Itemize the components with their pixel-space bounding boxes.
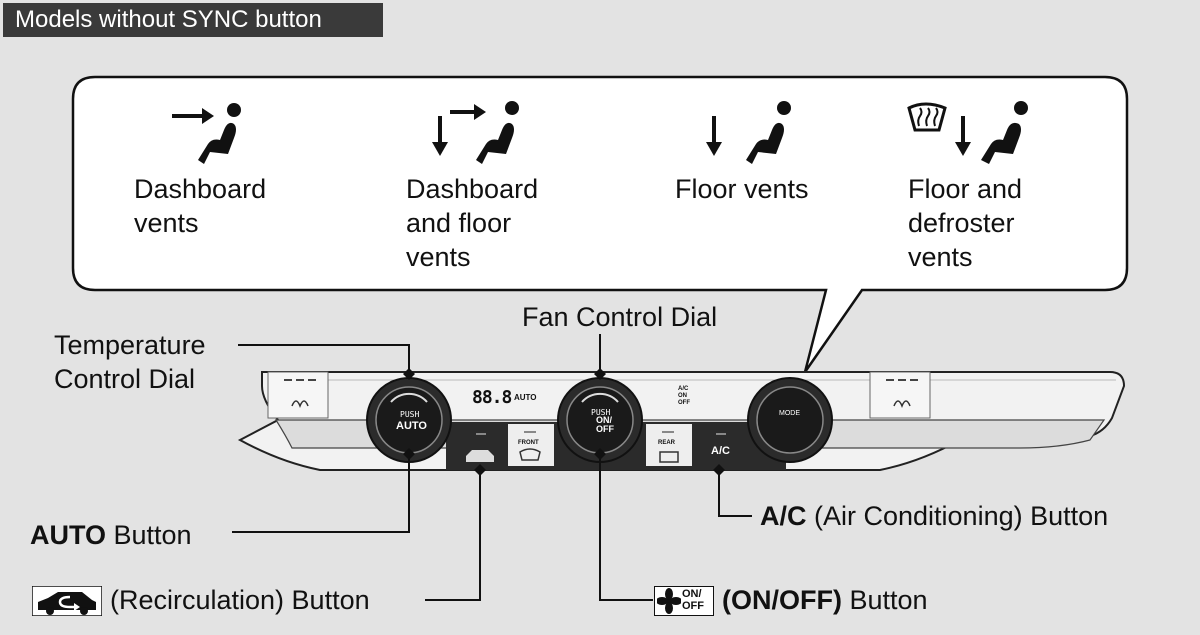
rear-defrost-button[interactable]: REAR xyxy=(658,440,676,446)
onoff-dial-label[interactable]: ON/ OFF xyxy=(596,415,614,434)
ac-callout-bold: A/C xyxy=(760,501,807,531)
recirculation-icon xyxy=(32,586,102,616)
mode-dial-label[interactable]: MODE xyxy=(779,410,800,417)
left-dial-push-label: PUSH xyxy=(400,410,420,419)
ac-status-indicator: A/C ON OFF xyxy=(678,386,690,406)
onoff-button-callout: (ON/OFF) Button xyxy=(722,583,928,617)
floor-vents-icon xyxy=(706,101,791,164)
ac-callout-rest: (Air Conditioning) Button xyxy=(806,501,1109,531)
mode-label-dashboard-floor: Dashboard and floor vents xyxy=(406,174,539,272)
temperature-dial-callout: Temperature Control Dial xyxy=(54,330,206,394)
onoff-icon-text: ON/ OFF xyxy=(682,588,704,612)
mode-label-dashboard: Dashboard vents xyxy=(134,174,267,238)
dashboard-vents-icon xyxy=(172,103,241,164)
recirculation-button-callout: (Recirculation) Button xyxy=(110,585,370,615)
ac-button-callout: A/C (Air Conditioning) Button xyxy=(760,499,1108,533)
fan-dial-callout: Fan Control Dial xyxy=(522,302,718,332)
auto-dial-label[interactable]: AUTO xyxy=(396,420,427,432)
ac-panel-button[interactable]: A/C xyxy=(711,445,730,457)
section-header: Models without SYNC button xyxy=(3,3,383,37)
display-auto-indicator: AUTO xyxy=(514,393,537,402)
auto-button-callout: AUTO Button xyxy=(30,518,192,552)
front-defrost-button[interactable]: FRONT xyxy=(518,440,539,446)
mode-label-floor: Floor vents xyxy=(675,174,809,204)
center-dial-push-label: PUSH xyxy=(591,408,611,417)
fan-onoff-icon: ON/ OFF xyxy=(654,586,714,616)
onoff-callout-bold: (ON/OFF) xyxy=(722,585,842,615)
floor-and-defroster-vents-icon xyxy=(907,101,1028,164)
temperature-display: 88.8 xyxy=(472,387,512,408)
mode-label-floor-defroster: Floor and defroster vents xyxy=(908,174,1023,272)
auto-callout-bold: AUTO xyxy=(30,520,107,550)
auto-callout-rest: Button xyxy=(106,520,192,550)
onoff-callout-rest: Button xyxy=(841,585,928,615)
dashboard-and-floor-vents-icon xyxy=(432,101,519,164)
fan-icon xyxy=(657,588,681,614)
